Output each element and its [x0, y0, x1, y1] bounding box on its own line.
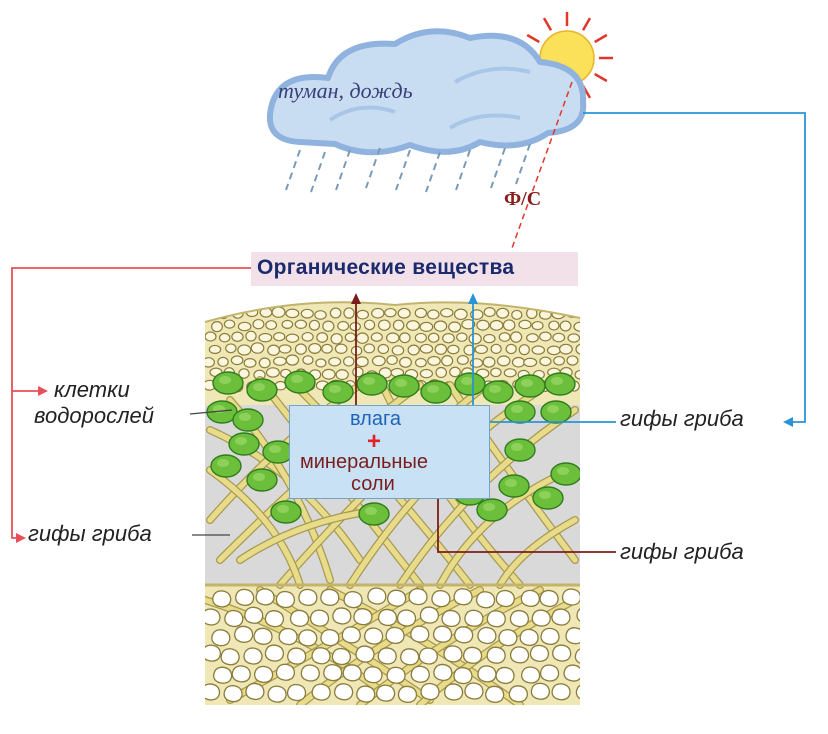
photosynthesis-label: Ф/С	[504, 188, 542, 210]
moisture-minerals-box	[289, 405, 490, 499]
organic-distribution-arrow	[11, 267, 251, 543]
cloud-icon	[266, 28, 587, 156]
algae-cells-label-line1: клетки	[54, 377, 130, 402]
lichen-thallus	[205, 302, 580, 705]
organic-substances-label: Органические вещества	[257, 256, 515, 279]
plus-sign: +	[367, 428, 382, 455]
organic-substances-box	[251, 252, 578, 286]
moisture-label: влага	[350, 408, 401, 430]
minerals-label-line2: соли	[351, 473, 395, 495]
fungal-hyphae-label-right-bottom: гифы гриба	[620, 539, 744, 564]
moisture-arrow	[468, 112, 806, 427]
algae-cells-label-line2: водорослей	[34, 403, 154, 428]
fungal-hyphae-label-left: гифы гриба	[28, 521, 152, 546]
fog-rain-label: туман, дождь	[278, 78, 413, 103]
rain-icon	[285, 143, 531, 193]
minerals-label-line1: минеральные	[300, 451, 428, 473]
fungal-hyphae-label-right-top: гифы гриба	[620, 406, 744, 431]
